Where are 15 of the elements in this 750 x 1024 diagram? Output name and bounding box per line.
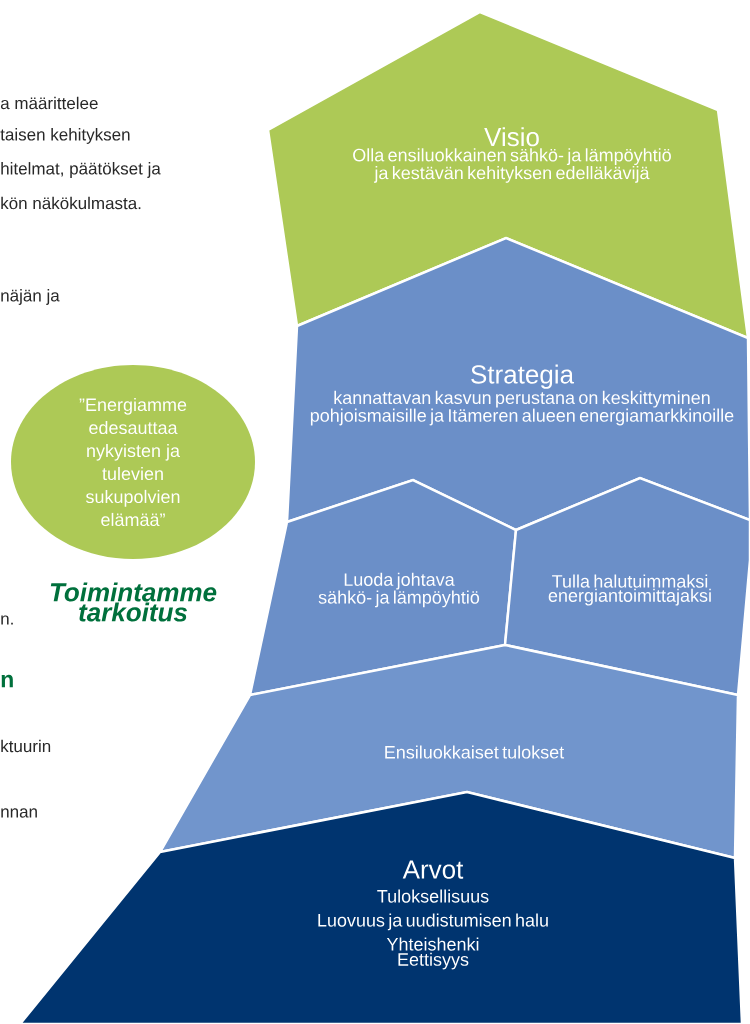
vision-band: Visio Olla ensiluokkainen sähkö- ja lämpöyhtiö ja kestävän kehityksen edelläkävijä: [266, 10, 750, 340]
text-fragment: ktuurin: [1, 739, 51, 753]
node-label: Toimintamme tarkoitus: [50, 582, 217, 622]
text-fragment: hitelmat, päätökset ja: [1, 162, 161, 178]
text-fragment: a määrittelee: [0, 96, 98, 110]
node-label: kannattavan kasvun perustana on keskittyminen pohjoismaisille ja Itämeren alueen energiamarkkinoille: [310, 390, 734, 426]
text-fragment: kön näkökulmasta.: [1, 196, 141, 210]
goal-panel: Luoda johtava sähkö- ja lämpöyhtiö: [248, 478, 518, 697]
text-fragment: n.: [1, 615, 13, 625]
heading-fragment: n: [1, 674, 13, 688]
text-fragment: näjän ja: [1, 289, 60, 305]
goal-panel: Tulla halutuimmaksi energiantoimittajaksi: [503, 476, 750, 697]
node-label: Strategia: [471, 364, 575, 389]
node-label: Tulla halutuimmaksi energiantoimittajaksi: [548, 574, 711, 606]
text-fragment: taisen kehityksen: [0, 128, 130, 144]
